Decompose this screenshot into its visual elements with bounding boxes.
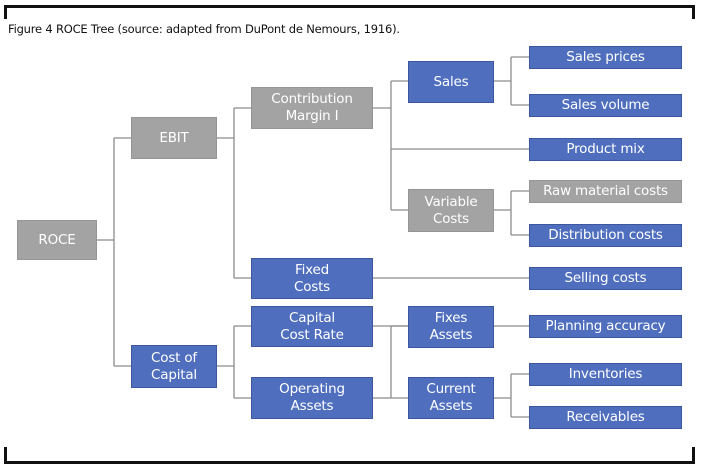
node-current-assets: Current Assets (408, 377, 494, 419)
node-contribution-margin: Contribution Margin I (251, 87, 373, 129)
node-sales: Sales (408, 61, 494, 103)
node-selling-costs: Selling costs (529, 267, 682, 290)
node-sales-volume: Sales volume (529, 94, 682, 117)
frame-bottom-left-tick (4, 447, 7, 464)
figure-caption: Figure 4 ROCE Tree (source: adapted from… (8, 22, 400, 36)
node-operating-assets: Operating Assets (251, 377, 373, 419)
node-fixes-assets: Fixes Assets (408, 306, 494, 348)
node-product-mix: Product mix (529, 138, 682, 161)
node-raw-material-costs: Raw material costs (529, 180, 682, 203)
frame-top-rule (4, 5, 695, 8)
node-sales-prices: Sales prices (529, 46, 682, 69)
frame-top-right-tick (692, 5, 695, 19)
node-inventories: Inventories (529, 363, 682, 386)
node-fixed-costs: Fixed Costs (251, 258, 373, 299)
node-distribution-costs: Distribution costs (529, 224, 682, 247)
frame-top-left-tick (4, 5, 7, 19)
node-capital-cost-rate: Capital Cost Rate (251, 306, 373, 347)
frame-bottom-right-tick (692, 447, 695, 464)
node-cost-of-capital: Cost of Capital (131, 345, 217, 388)
node-variable-costs: Variable Costs (408, 189, 494, 232)
node-receivables: Receivables (529, 406, 682, 429)
node-ebit: EBIT (131, 117, 217, 159)
node-roce: ROCE (17, 220, 97, 260)
frame-bottom-rule (4, 461, 695, 464)
node-planning-accuracy: Planning accuracy (529, 315, 682, 338)
